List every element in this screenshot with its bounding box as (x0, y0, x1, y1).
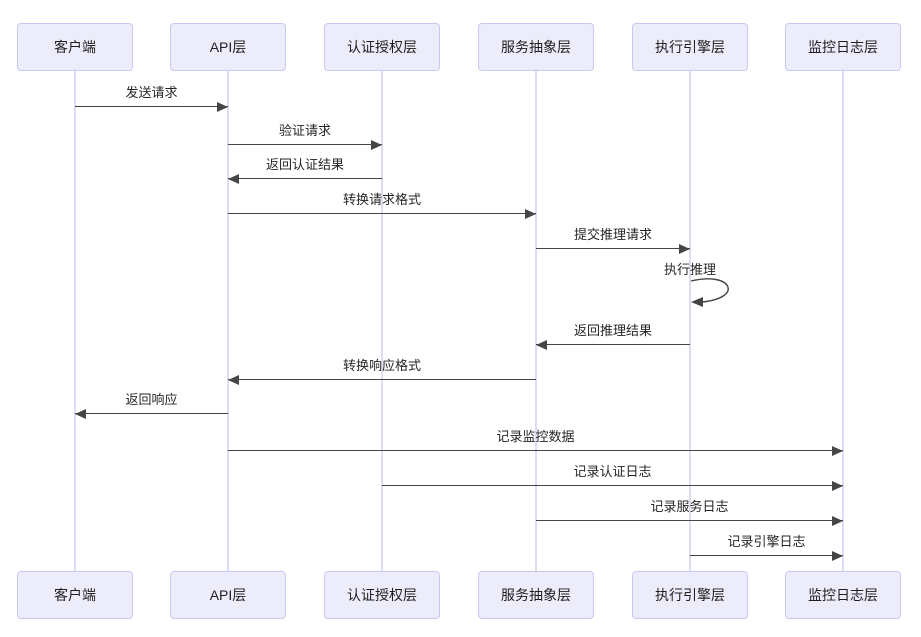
actor-box-bottom-engine: 执行引擎层 (632, 571, 748, 619)
message-label: 返回推理结果 (573, 323, 653, 338)
message-label: 返回响应 (125, 392, 178, 407)
actor-label: 认证授权层 (347, 39, 417, 55)
lifeline-auth (381, 71, 383, 571)
message-line (228, 178, 382, 180)
message-line (536, 344, 690, 346)
lifeline-api (227, 71, 229, 571)
message-arrowhead (228, 375, 239, 385)
actor-label: API层 (209, 587, 247, 603)
actor-label: API层 (209, 39, 247, 55)
lifeline-client (74, 71, 76, 571)
self-loop-arrow (690, 277, 748, 309)
message-label: 提交推理请求 (573, 227, 653, 242)
actor-label: 监控日志层 (808, 39, 878, 55)
message-arrowhead (536, 340, 547, 350)
message-line (690, 555, 843, 557)
lifeline-monitor (842, 71, 844, 571)
lifeline-engine (689, 71, 691, 571)
message-label: 转换响应格式 (342, 358, 422, 373)
message-arrowhead (228, 174, 239, 184)
actor-label: 客户端 (54, 587, 96, 603)
message-arrowhead (75, 409, 86, 419)
message-label: 验证请求 (278, 123, 332, 138)
message-line (536, 520, 843, 522)
message-line (228, 144, 382, 146)
message-arrowhead (832, 481, 843, 491)
message-arrowhead (217, 102, 228, 112)
actor-label: 执行引擎层 (655, 39, 725, 55)
message-label: 转换请求格式 (342, 192, 422, 207)
actor-box-bottom-auth: 认证授权层 (324, 571, 440, 619)
message-line (75, 413, 228, 415)
actor-label: 执行引擎层 (655, 587, 725, 603)
actor-label: 监控日志层 (808, 587, 878, 603)
actor-box-bottom-service: 服务抽象层 (478, 571, 594, 619)
actor-label: 认证授权层 (347, 587, 417, 603)
message-arrowhead (679, 244, 690, 254)
message-line (75, 106, 228, 108)
actor-box-top-auth: 认证授权层 (324, 23, 440, 71)
lifeline-service (535, 71, 537, 571)
message-label: 记录引擎日志 (727, 534, 806, 549)
message-label: 发送请求 (125, 85, 178, 100)
message-line (228, 213, 536, 215)
message-line (382, 485, 843, 487)
actor-box-top-api: API层 (170, 23, 286, 71)
message-label: 返回认证结果 (265, 157, 345, 172)
actor-label: 服务抽象层 (501, 39, 571, 55)
actor-box-top-monitor: 监控日志层 (785, 23, 901, 71)
actor-box-top-service: 服务抽象层 (478, 23, 594, 71)
actor-box-top-engine: 执行引擎层 (632, 23, 748, 71)
self-message-label: 执行推理 (663, 262, 717, 277)
message-line (536, 248, 690, 250)
message-line (228, 379, 536, 381)
actor-box-bottom-monitor: 监控日志层 (785, 571, 901, 619)
message-arrowhead (525, 209, 536, 219)
message-line (228, 450, 843, 452)
message-label: 记录监控数据 (496, 429, 575, 444)
actor-box-bottom-api: API层 (170, 571, 286, 619)
actor-label: 客户端 (54, 39, 96, 55)
message-arrowhead (832, 551, 843, 561)
actor-box-top-client: 客户端 (17, 23, 133, 71)
actor-label: 服务抽象层 (501, 587, 571, 603)
actor-box-bottom-client: 客户端 (17, 571, 133, 619)
message-label: 记录服务日志 (650, 499, 729, 514)
message-arrowhead (832, 516, 843, 526)
message-arrowhead (371, 140, 382, 150)
message-arrowhead (832, 446, 843, 456)
message-label: 记录认证日志 (573, 464, 652, 479)
